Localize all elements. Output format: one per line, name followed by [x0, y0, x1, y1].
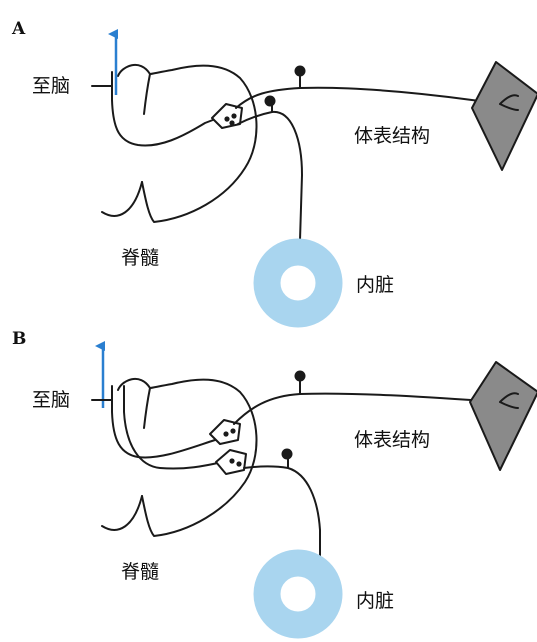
somatic-afferent-fiber	[235, 86, 501, 109]
ascending-tract	[123, 385, 223, 470]
spinal-cord-label: 脊髓	[121, 247, 159, 269]
body-surface-diamond-icon	[469, 361, 537, 471]
ascending-tract	[111, 385, 216, 459]
viscera-label: 内脏	[356, 274, 394, 296]
ganglion-knob-icon	[264, 95, 276, 107]
visceral-afferent-fiber	[243, 465, 321, 557]
body-surface-label: 体表结构	[354, 429, 430, 451]
panel-b-label: B	[12, 329, 26, 349]
viscera-ring-icon	[253, 549, 343, 639]
spinal-cord-outline	[101, 377, 258, 537]
viscera-ring-icon	[253, 238, 343, 328]
panel-a: A 至脑 体表结构 内脏 脊髓	[11, 19, 537, 328]
somatic-afferent-fiber	[233, 392, 501, 425]
ascending-tract	[111, 71, 219, 147]
ganglion-knob-icon	[294, 370, 306, 382]
panel-b: B 至脑 体表结构 内脏 脊髓	[12, 329, 537, 639]
body-surface-diamond-icon	[471, 61, 537, 171]
ganglion-knob-icon	[294, 65, 306, 77]
spinal-cord-outline	[101, 63, 258, 223]
viscera-label: 内脏	[356, 590, 394, 612]
ganglion-knob-icon	[281, 448, 293, 460]
visceral-afferent-fiber	[237, 110, 303, 241]
to-brain-label: 至脑	[32, 75, 70, 97]
body-surface-label: 体表结构	[354, 125, 430, 147]
to-brain-label: 至脑	[32, 389, 70, 411]
panel-a-label: A	[11, 19, 26, 39]
spinal-cord-label: 脊髓	[121, 561, 159, 583]
neuron-cell-body-icon	[211, 103, 243, 129]
